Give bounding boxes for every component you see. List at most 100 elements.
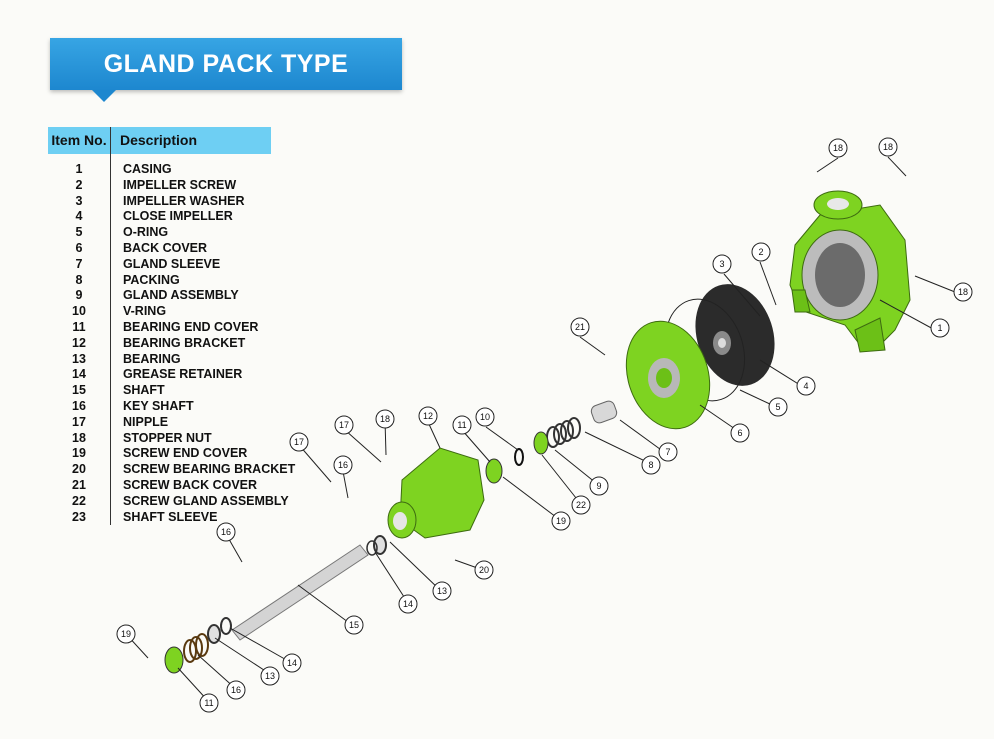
svg-text:16: 16	[338, 460, 348, 470]
part-callout: 6	[730, 423, 750, 443]
item-description: SCREW BACK COVER	[123, 478, 258, 492]
part-callout: 13	[432, 581, 452, 601]
part-callout: 14	[398, 594, 418, 614]
item-number: 20	[72, 462, 86, 477]
item-description: NIPPLE	[123, 414, 169, 429]
v-ring-part	[514, 448, 524, 466]
item-number: 11	[72, 320, 86, 334]
item-description: SCREW END COVER	[123, 446, 248, 461]
title-banner	[50, 38, 402, 90]
column-header-item-no: Item No.	[51, 132, 107, 148]
part-callout: 7	[658, 442, 678, 462]
rear-bearing-end-cover-part	[164, 646, 184, 674]
item-description: SHAFT SLEEVE	[123, 509, 218, 524]
rear-bearing-part	[207, 624, 221, 644]
part-callout: 10	[475, 407, 495, 427]
gland-sleeve-part	[546, 400, 618, 448]
item-number: 7	[75, 256, 83, 271]
part-callout: 17	[334, 415, 354, 435]
item-description: GREASE RETAINER	[123, 367, 243, 382]
svg-text:6: 6	[737, 428, 742, 438]
part-callout: 2	[751, 242, 771, 262]
column-header-description: Description	[120, 132, 198, 148]
item-description: BEARING END COVER	[123, 320, 259, 334]
part-callout: 18	[953, 282, 973, 302]
svg-text:19: 19	[121, 629, 131, 639]
item-description: SHAFT	[123, 383, 165, 398]
shaft-part	[231, 544, 369, 641]
part-callout: 13	[260, 666, 280, 686]
item-description: SCREW BEARING BRACKET	[123, 462, 296, 477]
item-number: 16	[72, 399, 86, 413]
svg-text:16: 16	[231, 685, 241, 695]
svg-text:15: 15	[349, 620, 359, 630]
part-callout: 19	[551, 511, 571, 531]
part-callout: 8	[641, 455, 661, 475]
item-description: BEARING BRACKET	[123, 335, 246, 350]
svg-text:10: 10	[480, 412, 490, 422]
page-title: GLAND PACK TYPE	[103, 50, 349, 78]
item-number: 8	[75, 272, 83, 287]
svg-text:17: 17	[339, 420, 349, 430]
svg-text:13: 13	[265, 671, 275, 681]
part-callout: 11	[199, 693, 219, 713]
part-callout: 21	[570, 317, 590, 337]
svg-text:18: 18	[380, 414, 390, 424]
svg-text:14: 14	[403, 599, 413, 609]
item-description: IMPELLER SCREW	[123, 177, 237, 192]
item-number: 1	[75, 162, 83, 176]
item-description: KEY SHAFT	[123, 399, 194, 413]
item-number: 9	[75, 288, 83, 303]
item-number: 2	[75, 177, 83, 192]
item-number: 21	[72, 478, 86, 492]
part-callout: 14	[282, 653, 302, 673]
item-number: 13	[72, 351, 86, 366]
svg-text:11: 11	[457, 420, 466, 430]
part-callout: 20	[474, 560, 494, 580]
svg-text:14: 14	[287, 658, 297, 668]
item-description: PACKING	[123, 272, 180, 287]
gland-assembly-part	[533, 431, 549, 455]
item-number: 12	[72, 335, 86, 350]
part-callout: 19	[116, 624, 136, 644]
svg-text:7: 7	[665, 447, 670, 457]
svg-text:19: 19	[556, 516, 566, 526]
bearing-bracket-part	[387, 447, 485, 539]
leader-lines	[125, 156, 956, 703]
part-callout: 3	[712, 254, 732, 274]
part-callout: 16	[216, 522, 236, 542]
item-description: GLAND ASSEMBLY	[123, 288, 239, 303]
item-number: 22	[72, 493, 86, 508]
item-number: 18	[72, 430, 86, 445]
bearing-end-cover-part	[485, 458, 503, 484]
item-number: 17	[72, 414, 86, 429]
casing-part	[789, 190, 911, 353]
item-number: 6	[75, 241, 83, 255]
svg-text:4: 4	[803, 381, 808, 391]
table-header	[48, 127, 271, 154]
svg-text:17: 17	[294, 437, 304, 447]
column-divider	[110, 127, 111, 525]
item-number: 5	[75, 225, 83, 240]
item-description: CASING	[123, 162, 172, 176]
svg-text:18: 18	[833, 143, 843, 153]
part-callout: 12	[418, 406, 438, 426]
svg-text:20: 20	[479, 565, 489, 575]
part-callout: 17	[289, 432, 309, 452]
item-description: CLOSE IMPELLER	[123, 209, 233, 224]
item-description: BACK COVER	[123, 241, 208, 255]
rear-key-shaft-spring-part	[183, 633, 209, 663]
part-callout: 18	[375, 409, 395, 429]
part-callout: 9	[589, 476, 609, 496]
item-description: V-RING	[123, 304, 167, 319]
item-description: O-RING	[123, 225, 169, 240]
item-number: 19	[72, 446, 86, 461]
svg-text:22: 22	[576, 500, 586, 510]
grease-retainer-part	[366, 540, 378, 556]
part-callout: 16	[226, 680, 246, 700]
svg-text:18: 18	[958, 287, 968, 297]
svg-text:12: 12	[423, 411, 433, 421]
svg-text:1: 1	[937, 323, 942, 333]
part-callout: 18	[828, 138, 848, 158]
